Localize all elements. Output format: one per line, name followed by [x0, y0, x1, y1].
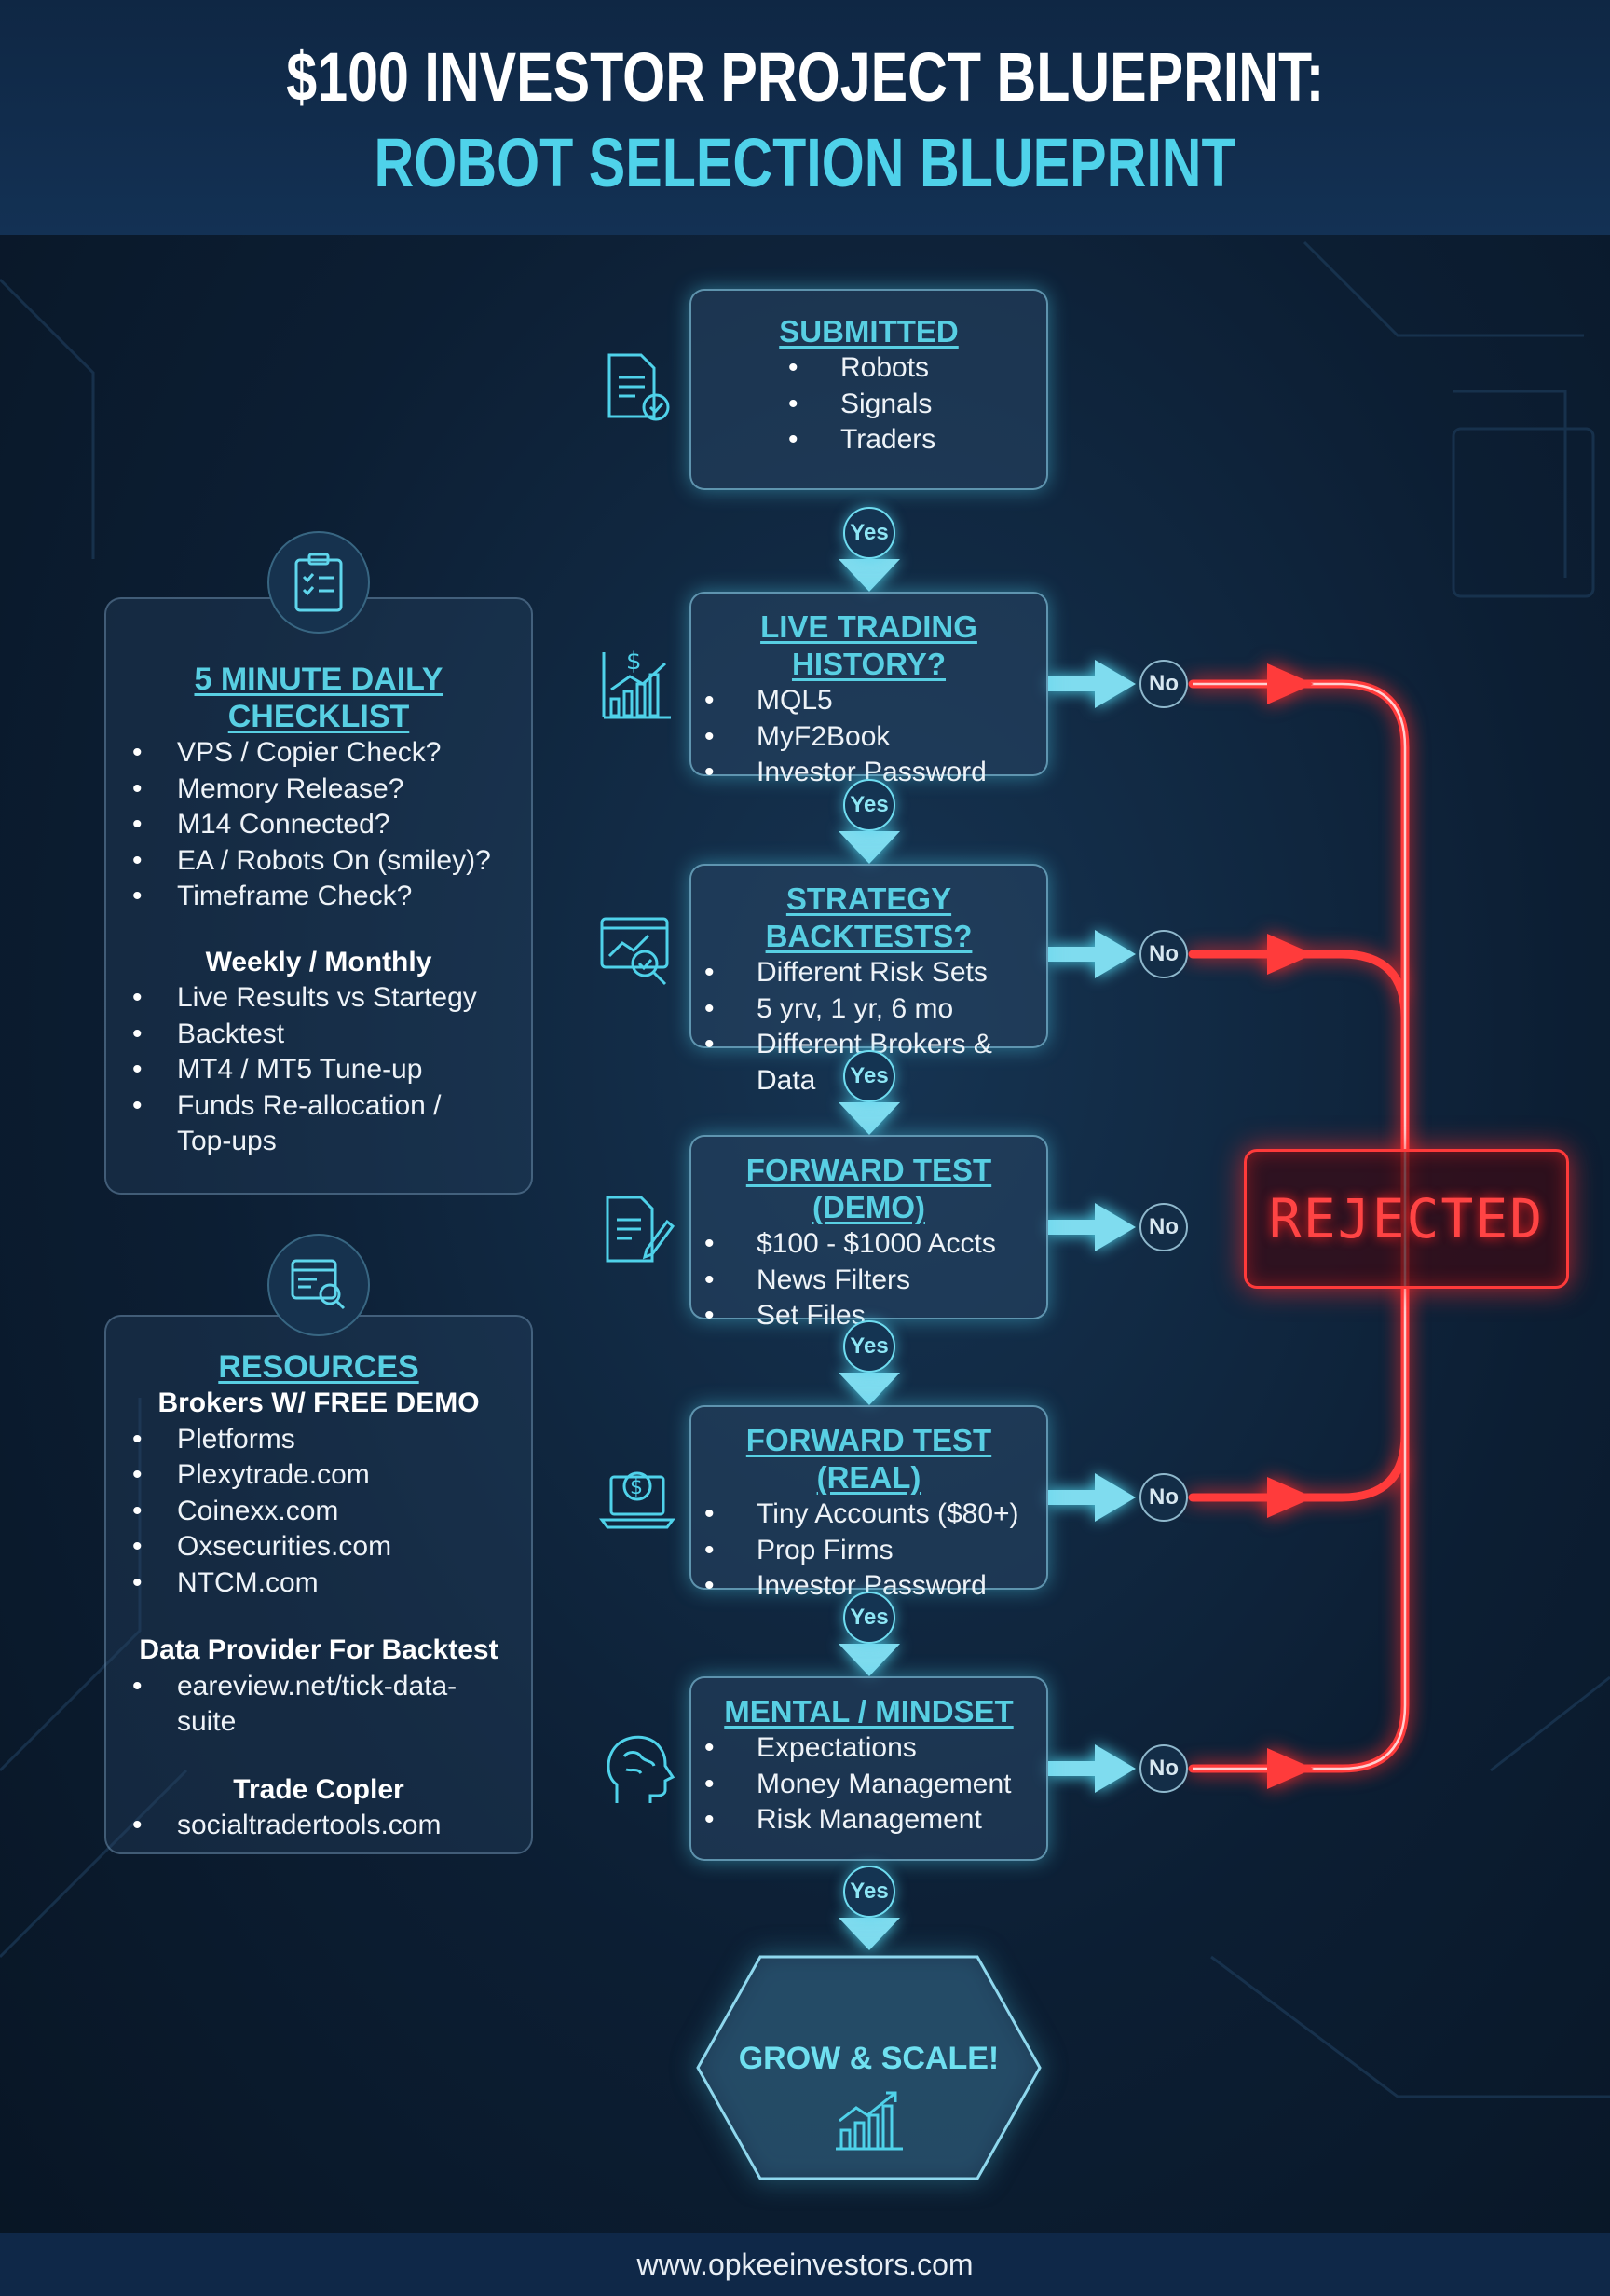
resources-title: RESOURCES [218, 1349, 419, 1385]
resources-panel: RESOURCES Brokers W/ FREE DEMO Pletforms… [104, 1315, 533, 1854]
step-strategy-backtests: STRATEGY BACKTESTS? Different Risk Sets5… [689, 864, 1048, 1096]
data-provider-title: Data Provider For Backtest [139, 1634, 498, 1665]
yes-badge: Yes [843, 779, 895, 831]
list-item: socialtradertools.com [125, 1808, 512, 1844]
step-title: STRATEGY BACKTESTS? [765, 882, 973, 953]
list-item: Set Files [703, 1298, 1035, 1334]
step-mental-mindset: MENTAL / MINDSET ExpectationsMoney Manag… [689, 1676, 1048, 1861]
no-badge: No [1139, 1744, 1188, 1793]
svg-text:$: $ [626, 648, 642, 676]
brain-head-icon [607, 1735, 675, 1803]
red-arrowhead [1267, 1748, 1314, 1789]
step-title: FORWARD TEST (DEMO) [745, 1153, 992, 1224]
grow-scale-hexagon [696, 1955, 1042, 2180]
title-line-2: ROBOT SELECTION BLUEPRINT [374, 124, 1236, 201]
trade-copier-title: Trade Copler [233, 1773, 404, 1805]
step-forward-test-demo: FORWARD TEST (DEMO) $100 - $1000 AcctsNe… [689, 1135, 1048, 1333]
weekly-items: Live Results vs Startegy Backtest MT4 / … [125, 980, 512, 1160]
list-item: Money Management [703, 1767, 1035, 1803]
red-arrowhead [1267, 934, 1314, 975]
list-item: eareview.net/tick-data-suite [125, 1669, 512, 1741]
no-badge: No [1139, 930, 1188, 978]
list-item: Oxsecurities.com [125, 1529, 512, 1565]
no-badge: No [1139, 1203, 1188, 1251]
clipboard-checklist-icon [294, 553, 343, 612]
no-badge: No [1139, 1473, 1188, 1522]
list-item: MQL5 [703, 683, 1035, 719]
header: $100 INVESTOR PROJECT BLUEPRINT: ROBOT S… [0, 0, 1610, 235]
dollar-chart-icon: $ [602, 648, 671, 719]
list-item: MT4 / MT5 Tune-up [125, 1052, 512, 1088]
browser-search-icon [291, 1259, 346, 1310]
yes-badge: Yes [843, 1050, 895, 1102]
red-arrowhead [1267, 1477, 1314, 1518]
list-item: Tiny Accounts ($80+) [703, 1496, 1035, 1533]
list-item: $100 - $1000 Accts [703, 1226, 1035, 1263]
footer-url[interactable]: www.opkeeinvestors.com [636, 2248, 974, 2281]
daily-items: VPS / Copier Check? Memory Release? M14 … [125, 735, 512, 915]
resources-icon-badge [267, 1234, 370, 1336]
list-item: 5 yrv, 1 yr, 6 mo [703, 991, 1035, 1028]
yes-badge: Yes [843, 1592, 895, 1644]
weekly-title: Weekly / Monthly [205, 946, 432, 977]
list-item: M14 Connected? [125, 807, 512, 843]
list-item: Live Results vs Startegy [125, 980, 512, 1017]
list-item: Risk Management [703, 1802, 1035, 1838]
brokers-title: Brokers W/ FREE DEMO [157, 1387, 480, 1418]
laptop-dollar-icon: $ [599, 1471, 675, 1529]
list-item: Signals [786, 387, 1035, 423]
step-live-trading-history: LIVE TRADING HISTORY? MQL5MyF2BookInvest… [689, 592, 1048, 790]
list-item: Pletforms [125, 1422, 512, 1458]
list-item: Coinexx.com [125, 1494, 512, 1530]
list-item: Backtest [125, 1017, 512, 1053]
step-title: MENTAL / MINDSET [724, 1694, 1014, 1729]
list-item: EA / Robots On (smiley)? [125, 843, 512, 880]
yes-badge: Yes [843, 1866, 895, 1918]
list-item: Memory Release? [125, 772, 512, 808]
no-badge: No [1139, 660, 1188, 708]
list-item: NTCM.com [125, 1565, 512, 1602]
step-title: SUBMITTED [779, 314, 959, 348]
list-item: Different Risk Sets [703, 955, 1035, 991]
list-item: Funds Re-allocation / Top-ups [125, 1088, 512, 1160]
list-item: Robots [786, 350, 1035, 387]
list-item: Prop Firms [703, 1533, 1035, 1569]
broker-list: Pletforms Plexytrade.com Coinexx.com Oxs… [125, 1422, 512, 1602]
step-title: LIVE TRADING HISTORY? [760, 609, 977, 681]
list-item: Timeframe Check? [125, 879, 512, 915]
list-item: MyF2Book [703, 719, 1035, 756]
step-title: FORWARD TEST (REAL) [745, 1423, 992, 1495]
list-item: Traders [786, 422, 1035, 458]
analytics-search-icon [600, 917, 669, 986]
list-item: Plexytrade.com [125, 1457, 512, 1494]
rejected-label: REJECTED [1244, 1149, 1569, 1289]
svg-text:$: $ [630, 1476, 643, 1499]
step-submitted: SUBMITTED RobotsSignalsTraders [689, 289, 1048, 490]
footer: www.opkeeinvestors.com [0, 2233, 1610, 2296]
grow-scale-label: GROW & SCALE! [738, 2041, 1000, 2076]
checklist-title: 5 MINUTE DAILY CHECKLIST [194, 662, 443, 734]
checklist-icon-badge [267, 531, 370, 634]
title-line-1: $100 INVESTOR PROJECT BLUEPRINT: [285, 38, 1325, 116]
document-pen-icon [606, 1196, 675, 1263]
list-item: VPS / Copier Check? [125, 735, 512, 772]
growth-chart-icon [836, 2091, 903, 2151]
yes-badge: Yes [843, 1320, 895, 1373]
daily-checklist-panel: 5 MINUTE DAILY CHECKLIST VPS / Copier Ch… [104, 597, 533, 1195]
red-arrowhead [1267, 663, 1314, 704]
list-item: Expectations [703, 1730, 1035, 1767]
list-item: News Filters [703, 1263, 1035, 1299]
yes-badge: Yes [843, 507, 895, 559]
step-forward-test-real: FORWARD TEST (REAL) Tiny Accounts ($80+)… [689, 1405, 1048, 1604]
document-check-icon [607, 353, 670, 421]
